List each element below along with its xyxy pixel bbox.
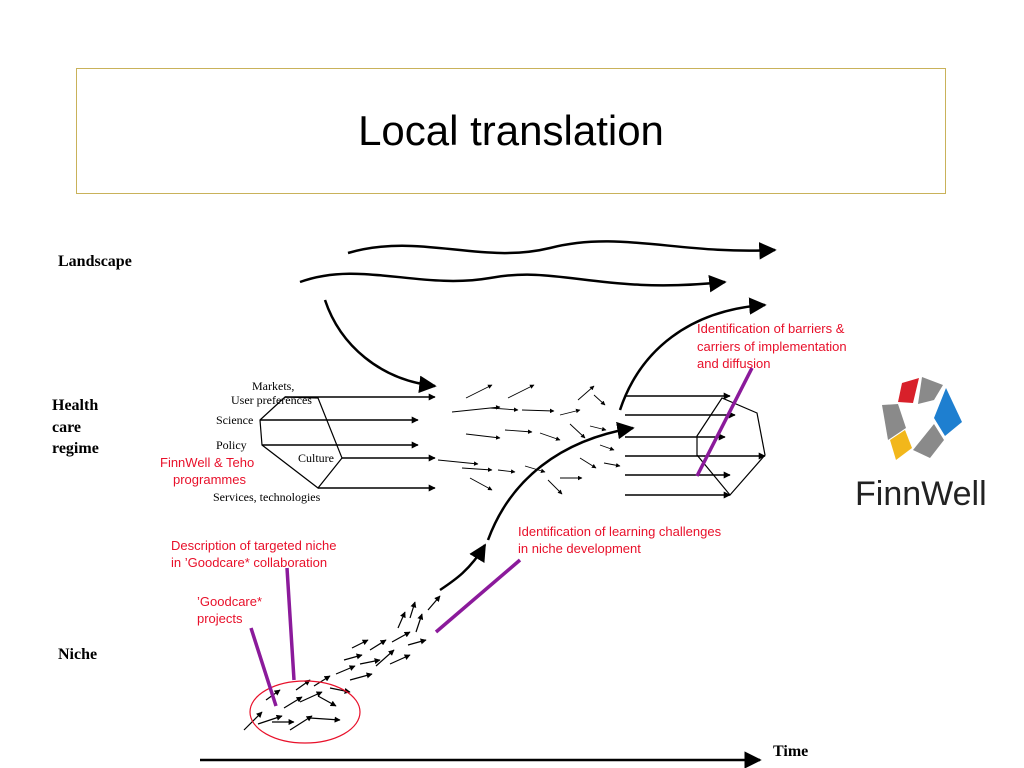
pointer-learning: [434, 558, 522, 634]
landscape-wave-middle: [299, 272, 727, 293]
regime-label-3: regime: [52, 440, 99, 457]
niche-trajectory: [439, 421, 635, 592]
projects-annotation-1: ’Goodcare*: [197, 594, 262, 609]
regime-arrows-right: [625, 392, 766, 499]
label-services: Services, technologies: [213, 490, 321, 504]
niche-label: Niche: [58, 646, 97, 663]
regime-label-2: care: [52, 419, 81, 436]
logo-gray-top: [918, 377, 943, 404]
label-culture: Culture: [298, 451, 334, 465]
pointer-projects: [249, 627, 278, 707]
regime-hexagon-left: [259, 396, 343, 489]
learning-annotation-2: in niche development: [518, 541, 641, 556]
label-policy: Policy: [216, 438, 247, 452]
barriers-annotation-2: carriers of implementation: [697, 339, 847, 354]
pointer-description: [285, 567, 296, 681]
landscape-wave-top: [347, 240, 777, 260]
label-markets: Markets,: [252, 379, 294, 393]
finnwell-annotation-2: programmes: [173, 472, 246, 487]
landscape-label: Landscape: [58, 253, 132, 270]
regime-scatter-arrows: [437, 384, 621, 495]
learning-annotation-1: Identification of learning challenges: [518, 524, 722, 539]
niche-scatter-arrows: [243, 595, 441, 731]
projects-annotation-2: projects: [197, 611, 243, 626]
barriers-annotation-1: Identification of barriers &: [697, 321, 845, 336]
annotation-pointers: [249, 367, 754, 707]
landscape-wave-right: [618, 297, 767, 411]
pointer-barriers: [695, 367, 754, 477]
logo-gray-left: [882, 404, 906, 440]
label-science: Science: [216, 413, 253, 427]
niche-ellipse: [249, 680, 361, 744]
barriers-annotation-3: and diffusion: [697, 356, 771, 371]
logo-text: FinnWell: [855, 475, 987, 513]
finnwell-logo-icon: [882, 377, 962, 460]
page-title: Local translation: [358, 107, 664, 154]
logo-gray-right: [913, 424, 944, 458]
regime-arrows-left: [260, 393, 436, 492]
logo-blue-petal: [934, 388, 962, 436]
regime-label-1: Health: [52, 397, 98, 414]
description-annotation-2: in ’Goodcare* collaboration: [171, 555, 327, 570]
title-box: Local translation: [76, 68, 946, 194]
landscape-wave-down: [323, 299, 437, 393]
landscape-waves: [299, 240, 777, 411]
logo-red-petal: [898, 378, 919, 403]
label-user-preferences: User preferences: [231, 393, 312, 407]
description-annotation-1: Description of targeted niche: [171, 538, 336, 553]
logo-yellow-petal: [890, 430, 912, 460]
finnwell-annotation-1: FinnWell & Teho: [160, 455, 254, 470]
time-label: Time: [773, 743, 808, 760]
